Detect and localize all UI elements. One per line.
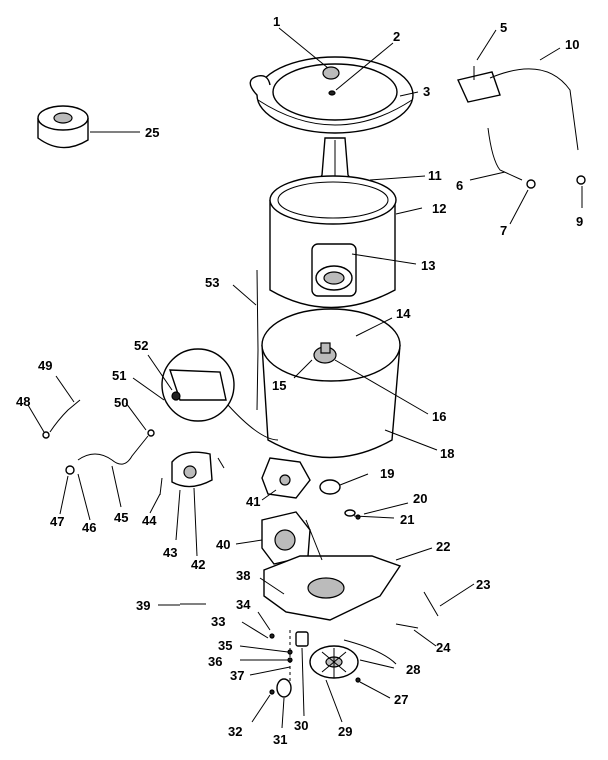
part-13-clutch xyxy=(311,243,357,297)
callout-47: 47 xyxy=(50,514,64,529)
callout-35: 35 xyxy=(218,638,232,653)
callout-1: 1 xyxy=(273,14,280,29)
callout-49: 49 xyxy=(38,358,52,373)
callout-19: 19 xyxy=(380,466,394,481)
callout-13: 13 xyxy=(421,258,435,273)
part-10-inlet-hose xyxy=(457,68,579,151)
callout-40: 40 xyxy=(216,537,230,552)
part-1-knob xyxy=(322,66,340,80)
callout-5: 5 xyxy=(500,20,507,35)
callout-39: 39 xyxy=(136,598,150,613)
callout-20: 20 xyxy=(413,491,427,506)
part-49-hose xyxy=(49,399,81,433)
part-30-coupling xyxy=(295,631,309,647)
part-31-nut xyxy=(276,678,292,698)
callout-41: 41 xyxy=(246,494,260,509)
part-29-pulley xyxy=(309,645,359,679)
callout-31: 31 xyxy=(273,732,287,747)
callout-44: 44 xyxy=(142,513,157,528)
callout-48: 48 xyxy=(16,394,30,409)
callout-45: 45 xyxy=(114,510,128,525)
callout-42: 42 xyxy=(191,557,205,572)
callout-36: 36 xyxy=(208,654,222,669)
callout-10: 10 xyxy=(565,37,579,52)
callout-30: 30 xyxy=(294,718,308,733)
callout-24: 24 xyxy=(436,640,451,655)
callout-6: 6 xyxy=(456,178,463,193)
callout-29: 29 xyxy=(338,724,352,739)
callout-34: 34 xyxy=(236,597,251,612)
part-22-base-plate xyxy=(263,519,402,621)
callout-38: 38 xyxy=(236,568,250,583)
callout-27: 27 xyxy=(394,692,408,707)
callout-53: 53 xyxy=(205,275,219,290)
callout-51: 51 xyxy=(112,368,126,383)
callout-16: 16 xyxy=(432,409,446,424)
callout-18: 18 xyxy=(440,446,454,461)
part-6-tube xyxy=(487,127,523,181)
callout-2: 2 xyxy=(393,29,400,44)
callout-32: 32 xyxy=(228,724,242,739)
part-2-fastener xyxy=(328,90,336,96)
callout-21: 21 xyxy=(400,512,414,527)
part-16-drive-hub xyxy=(313,342,337,364)
callout-46: 46 xyxy=(82,520,96,535)
part-19-fitting xyxy=(319,479,341,495)
part-42-pump xyxy=(171,451,213,488)
callout-11: 11 xyxy=(428,168,442,183)
callout-37: 37 xyxy=(230,668,244,683)
callout-28: 28 xyxy=(406,662,420,677)
callout-15: 15 xyxy=(272,378,286,393)
callout-52: 52 xyxy=(134,338,148,353)
callout-50: 50 xyxy=(114,395,128,410)
callout-9: 9 xyxy=(576,214,583,229)
callout-14: 14 xyxy=(396,306,411,321)
part-41-bracket xyxy=(261,457,311,499)
callout-12: 12 xyxy=(432,201,446,216)
callout-22: 22 xyxy=(436,539,450,554)
part-25-cap xyxy=(37,105,89,149)
callout-25: 25 xyxy=(145,125,159,140)
callout-3: 3 xyxy=(423,84,430,99)
callout-23: 23 xyxy=(476,577,490,592)
part-18-outer-tub xyxy=(261,308,401,459)
part-45-hose xyxy=(77,435,149,465)
callout-33: 33 xyxy=(211,614,225,629)
part-3-tub-ring xyxy=(249,56,414,134)
inset-detail xyxy=(161,348,279,441)
part-23-bracket xyxy=(423,591,439,617)
callout-43: 43 xyxy=(163,545,177,560)
part-40-motor xyxy=(261,511,311,565)
callout-7: 7 xyxy=(500,223,507,238)
